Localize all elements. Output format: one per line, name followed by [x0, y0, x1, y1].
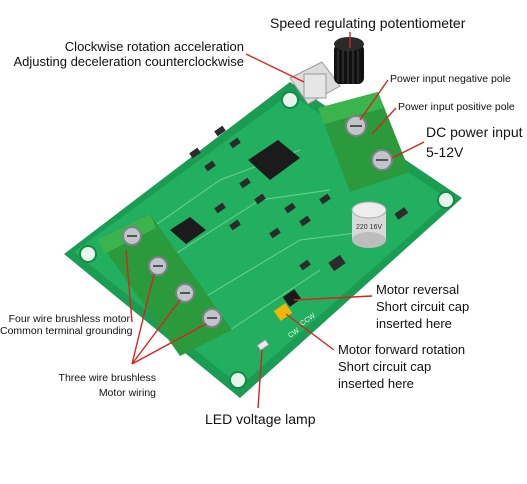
label-dc-input-line1: DC power input [426, 124, 523, 140]
mounting-holes [79, 91, 455, 389]
label-four-wire-line1: Four wire brushless motor [8, 313, 130, 325]
label-led-lamp: LED voltage lamp [205, 411, 316, 427]
label-potentiometer: Speed regulating potentiometer [270, 15, 466, 31]
ic-chips [170, 140, 300, 244]
label-pot-function-line1: Clockwise rotation acceleration [64, 39, 244, 54]
label-three-wire: Three wire brushless Motor wiring [20, 372, 156, 399]
label-reversal-line1: Motor reversal [376, 282, 460, 297]
label-dc-input: DC power input 5-12V [426, 124, 523, 160]
label-forward-line2: Short circuit cap [338, 358, 432, 374]
label-forward-line1: Motor forward rotation [338, 342, 466, 357]
label-pot-function: Clockwise rotation acceleration Adjustin… [10, 39, 244, 70]
potentiometer[interactable] [289, 37, 364, 105]
label-power-positive: Power input positive pole [398, 101, 515, 113]
capacitor-marking: 220 16V [356, 224, 382, 231]
label-reversal-line2: Short circuit cap [376, 298, 470, 314]
label-dc-input-line2: 5-12V [426, 144, 464, 161]
smd-components [189, 125, 409, 272]
leader-lines [125, 32, 425, 409]
label-three-wire-line1: Three wire brushless [58, 372, 156, 384]
motor-terminal-block[interactable] [98, 214, 232, 356]
led-indicator [256, 338, 270, 352]
label-four-wire-line2: Common terminal grounding [0, 325, 133, 338]
label-four-wire: Four wire brushless motor Common termina… [0, 313, 133, 338]
label-three-wire-line2: Motor wiring [98, 387, 156, 400]
label-pot-function-line2: Adjusting deceleration counterclockwise [13, 53, 244, 69]
label-reversal-line3: inserted here [376, 315, 452, 331]
electrolytic-capacitor: 220 16V [351, 201, 387, 248]
label-forward-line3: inserted here [338, 375, 414, 391]
label-reversal: Motor reversal Short circuit cap inserte… [376, 282, 470, 332]
label-forward: Motor forward rotation Short circuit cap… [338, 342, 466, 392]
label-power-negative: Power input negative pole [390, 73, 511, 85]
